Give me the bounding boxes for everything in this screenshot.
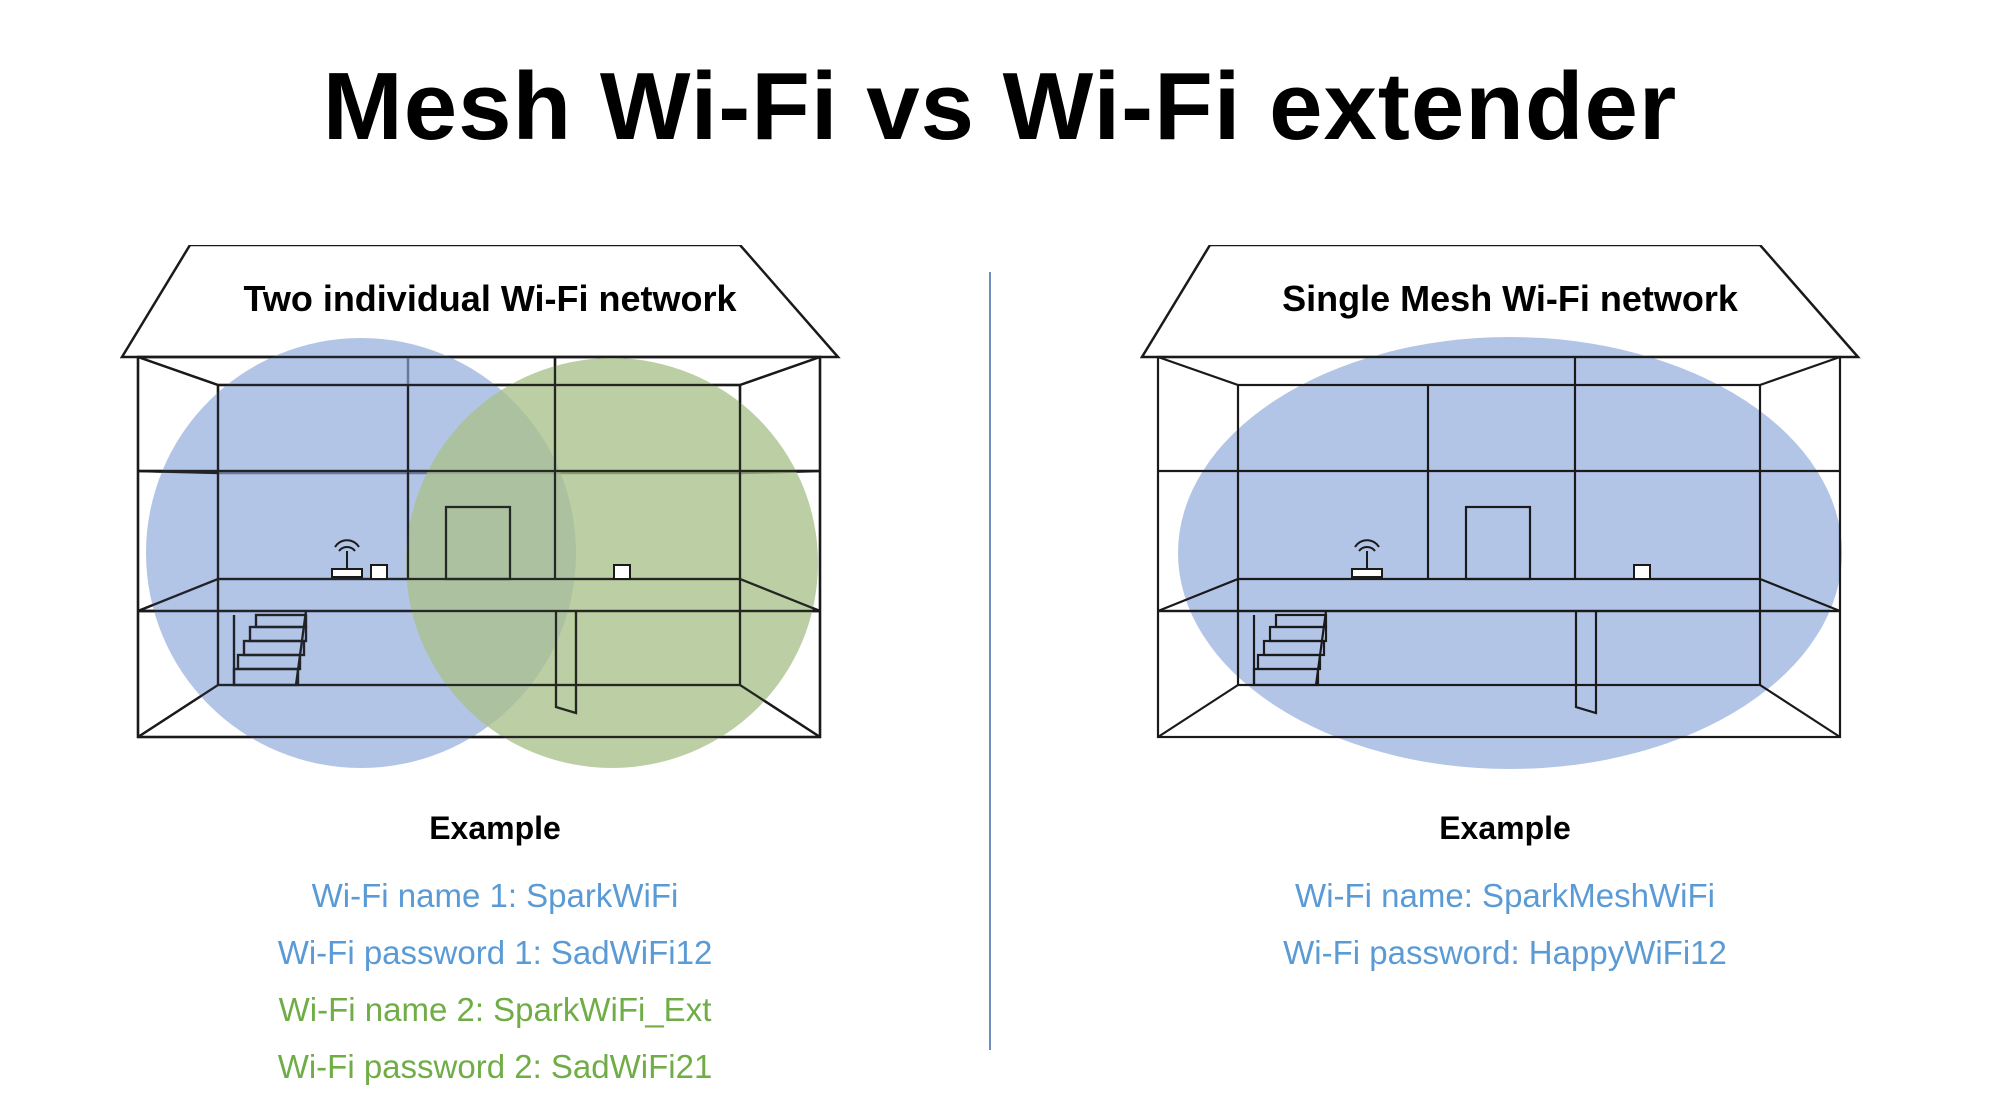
right-example-title: Example <box>1439 810 1571 846</box>
extender-icon <box>613 564 631 580</box>
left-wifi-name-2: Wi-Fi name 2: SparkWiFi_Ext <box>278 991 712 1028</box>
router-icon <box>1351 539 1383 578</box>
left-wifi-password-1: Wi-Fi password 1: SadWiFi12 <box>277 934 713 971</box>
right-house-diagram: Single Mesh Wi-Fi network <box>1140 245 1880 785</box>
left-wifi-password-2: Wi-Fi password 2: SadWiFi21 <box>277 1048 713 1085</box>
right-roof-label: Single Mesh Wi-Fi network <box>1282 278 1738 319</box>
left-example: Example Wi-Fi name 1: SparkWiFi Wi-Fi pa… <box>125 810 865 1095</box>
right-wifi-name: Wi-Fi name: SparkMeshWiFi <box>1295 877 1715 914</box>
left-roof-label: Two individual Wi-Fi network <box>243 278 737 319</box>
left-example-title: Example <box>429 810 561 846</box>
left-wifi-name-1: Wi-Fi name 1: SparkWiFi <box>311 877 679 914</box>
left-house-diagram: Two individual Wi-Fi network <box>120 245 860 785</box>
mesh-node-icon <box>1633 564 1651 580</box>
page-title: Mesh Wi-Fi vs Wi-Fi extender <box>322 53 1678 160</box>
right-example: Example Wi-Fi name: SparkMeshWiFi Wi-Fi … <box>1135 810 1875 981</box>
right-wifi-password: Wi-Fi password: HappyWiFi12 <box>1283 934 1727 971</box>
router-icon <box>331 539 363 578</box>
divider <box>989 272 991 1050</box>
extender-icon <box>370 564 388 580</box>
